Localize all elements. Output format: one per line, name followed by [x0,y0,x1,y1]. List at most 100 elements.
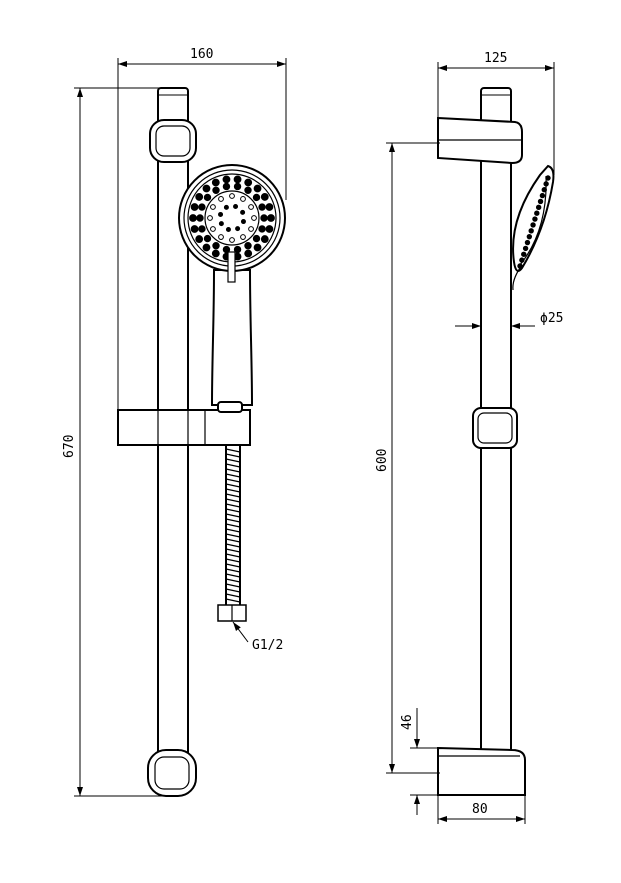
nozzle [253,243,262,252]
handset-handle [210,269,254,406]
nozzle [260,193,269,201]
height-label: 670 [62,435,77,458]
side-bottom-bracket [437,746,526,796]
side-handset [512,164,555,291]
nozzle [537,198,544,205]
nozzle [240,209,246,215]
bracket-depth-label: 80 [472,802,488,817]
hose-coil [225,558,241,563]
nozzle [196,214,204,222]
nozzle [534,210,540,216]
nozzle [190,203,199,211]
nozzle [253,184,262,193]
nozzle [210,204,216,210]
depth-label: 125 [484,51,507,66]
nozzle [207,215,213,221]
nozzle [252,193,261,202]
dimension-rail-length: 600 [375,142,440,774]
nozzle [218,221,224,227]
nozzle [265,203,274,211]
dimension-depth: 125 [437,51,555,175]
bottom-wall-bracket [147,749,197,797]
nozzle [265,225,274,233]
hose-coil [225,543,241,548]
nozzle [258,203,266,211]
hose-coil [225,453,241,458]
nozzle [248,204,254,210]
nozzle [543,181,549,187]
nozzle [530,222,536,228]
nozzle [189,214,197,222]
nozzle [240,196,246,202]
thread-label: G1/2 [252,638,283,653]
nozzle [210,226,216,232]
nozzle [252,234,261,243]
handset-head [178,164,286,283]
nozzle [212,186,220,194]
hose-coil [225,448,241,453]
nozzle [524,239,531,246]
dimension-bracket-height: 46 [400,708,440,815]
nozzle [535,204,542,211]
hose-coil [225,493,241,498]
dimension-bracket-depth: 80 [437,795,526,824]
nozzle [244,249,253,258]
nozzle [233,175,242,184]
hose-coil [225,503,241,508]
nozzle [244,178,253,187]
nozzle [190,225,199,233]
nozzle [218,234,224,240]
hose-coil [225,513,241,518]
nozzle [195,193,204,201]
nozzle [526,233,533,240]
nozzle [202,243,211,252]
nozzle [212,242,220,250]
nozzle [211,178,220,187]
hose-coil [225,508,241,513]
front-view: 160 670 [62,47,287,797]
bracket-height-label: 46 [400,714,415,730]
nozzle [519,257,525,263]
nozzle [244,186,252,194]
hose-coil [225,578,241,583]
nozzle [517,263,523,269]
nozzle [198,225,206,233]
nozzle [260,214,268,222]
nozzle [229,193,235,199]
nozzle [260,235,269,243]
nozzle [195,235,204,243]
nozzle [233,245,242,254]
side-view: 125 ϕ25 600 [375,51,563,824]
nozzle [521,251,527,257]
hose-coil [225,473,241,478]
hose-coil [225,538,241,543]
hose-coil [225,533,241,538]
hose-coil [225,583,241,588]
side-top-bracket [437,116,523,165]
nozzle [251,215,257,221]
hose-coil [225,483,241,488]
hose-coil [225,518,241,523]
hose-coil [225,463,241,468]
side-slider [472,407,518,449]
dimension-diameter: ϕ25 [455,311,563,329]
hose-coil [225,593,241,598]
rail-length-label: 600 [375,449,390,472]
nozzle [545,175,551,181]
hose-coil [225,588,241,593]
nozzle [223,204,229,210]
hose-coil [225,568,241,573]
nozzle [222,245,231,254]
nozzle [522,245,529,252]
nozzle [248,226,254,232]
nozzle [532,216,538,222]
nozzle [218,196,224,202]
nozzle [539,192,546,199]
nozzle [258,225,266,233]
hose-coil [225,498,241,503]
hose-coil [225,563,241,568]
nozzle [244,242,252,250]
hose-coil [225,528,241,533]
